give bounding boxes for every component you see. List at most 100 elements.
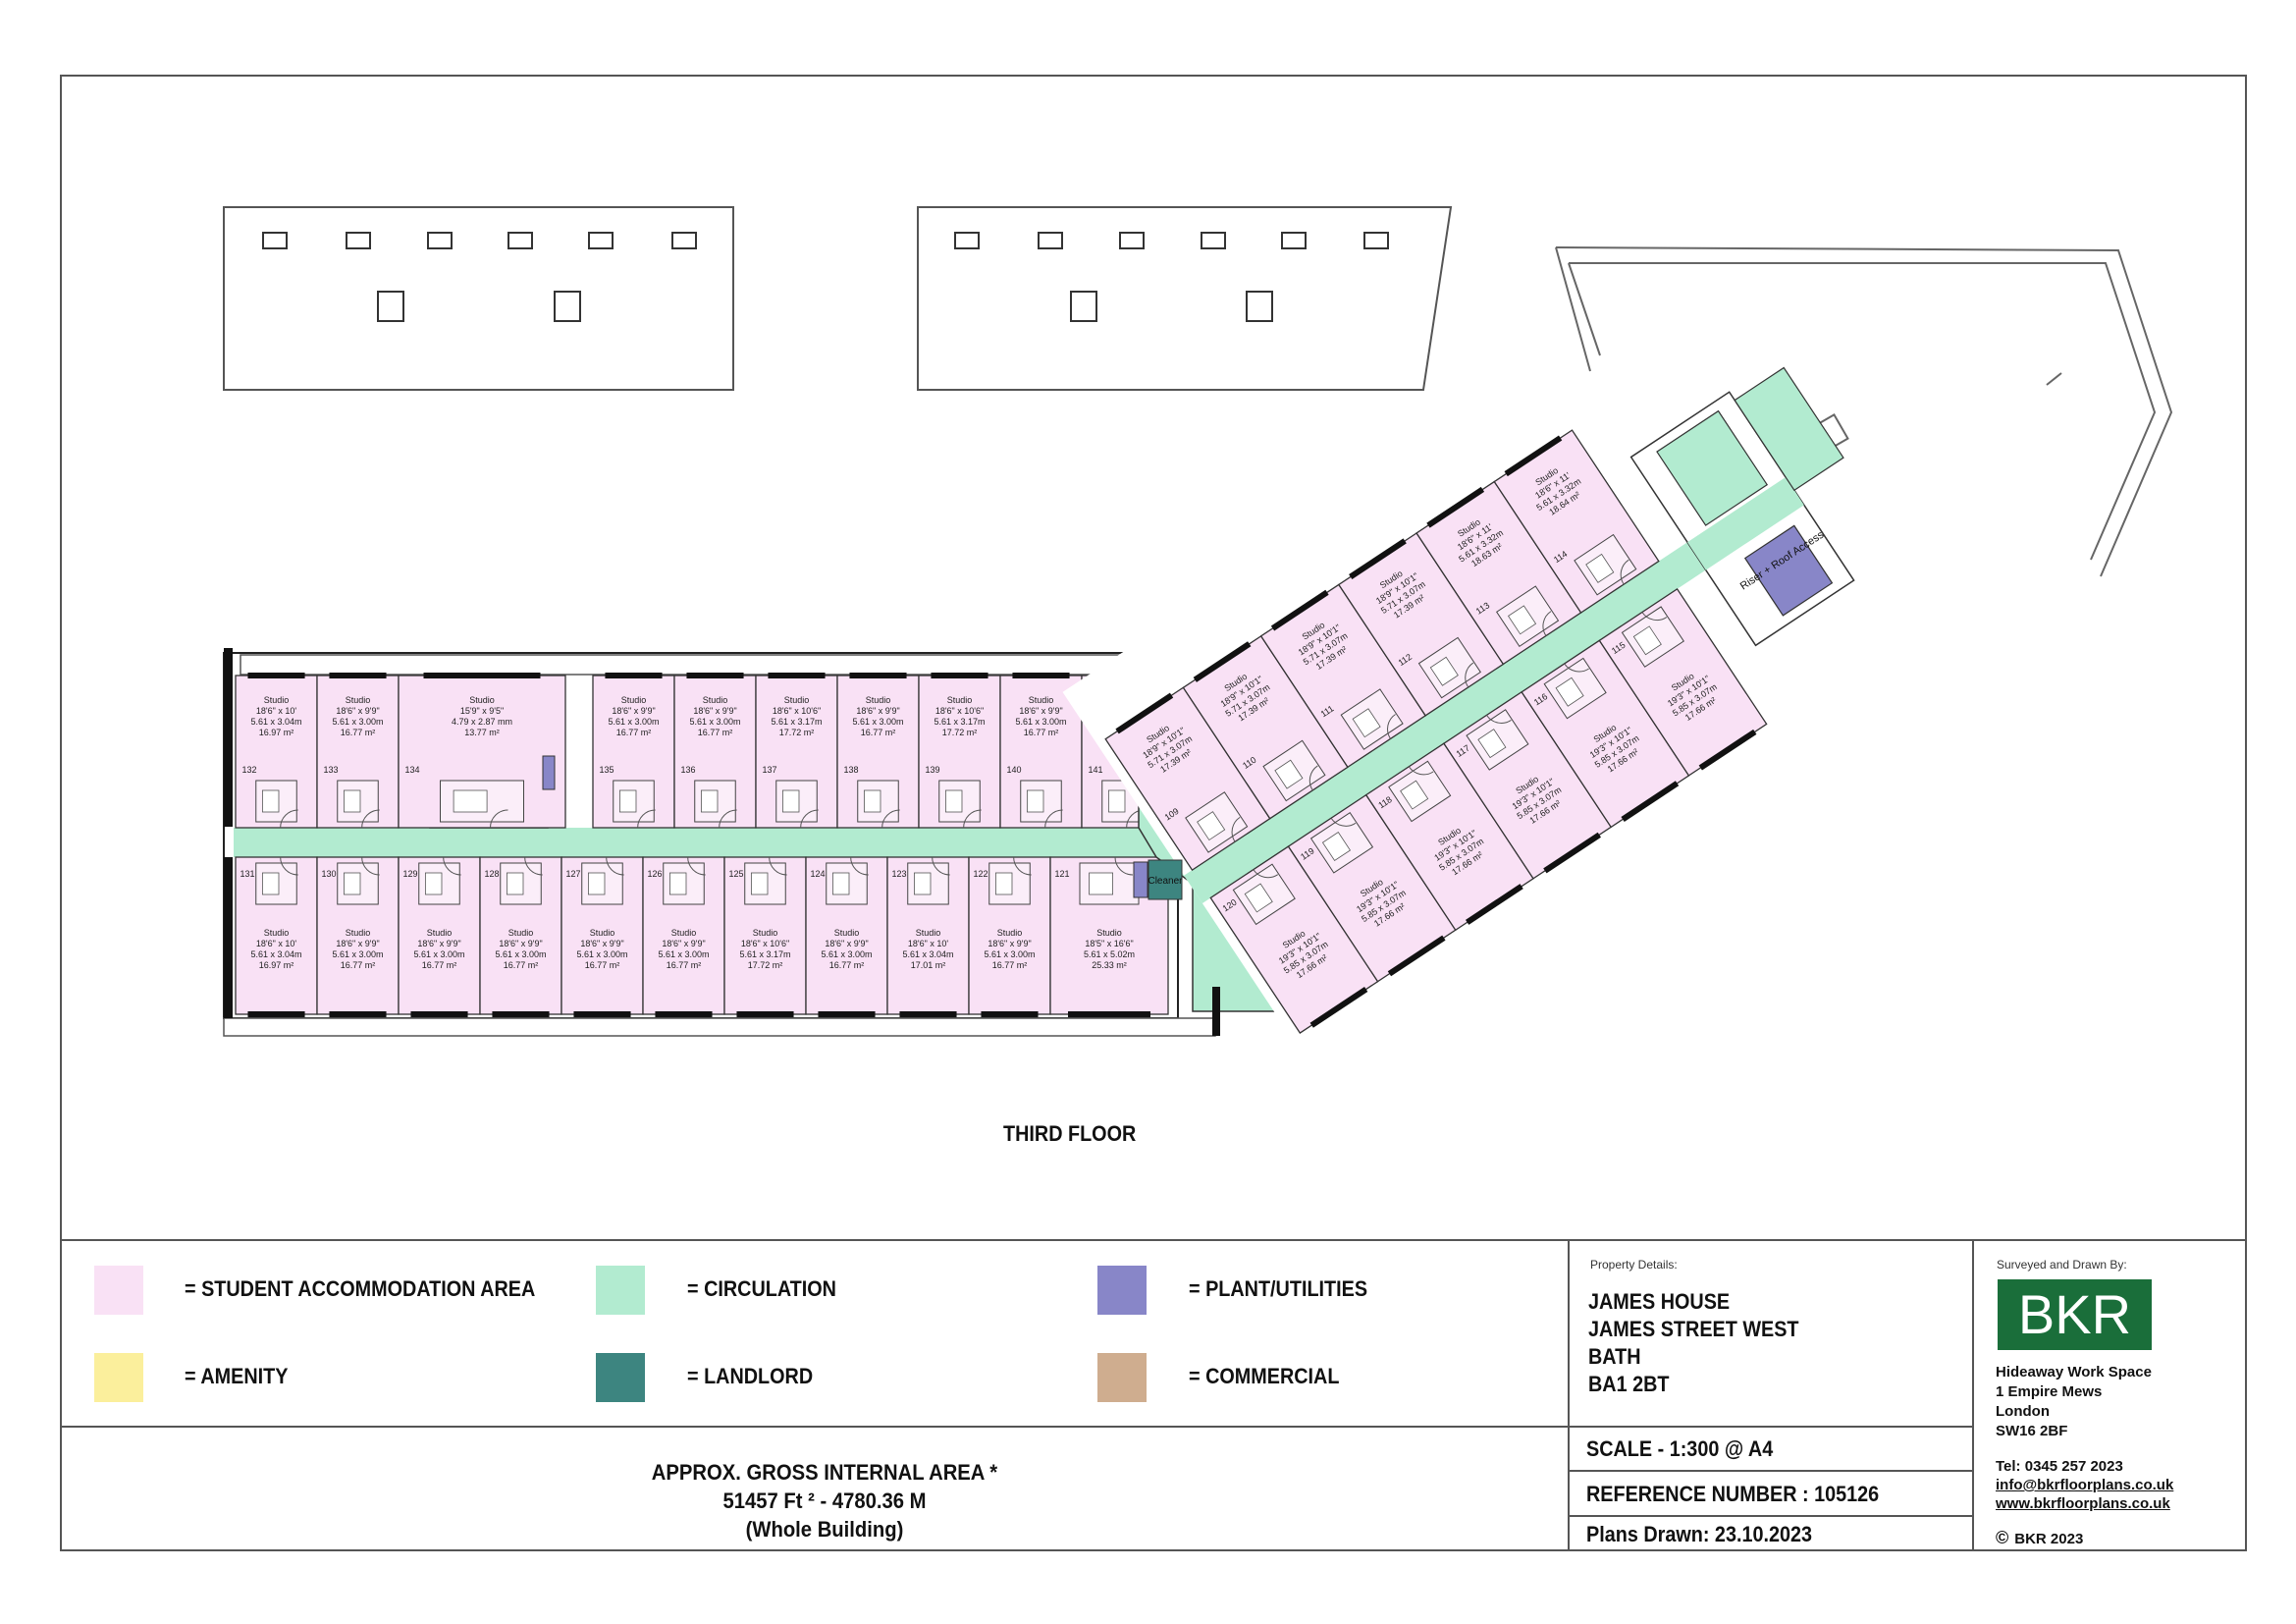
room-number: 132 bbox=[241, 765, 256, 775]
address-line: JAMES HOUSE bbox=[1588, 1289, 1731, 1314]
room-area: 16.97 m² bbox=[259, 960, 294, 970]
room-size-metric: 5.61 x 3.00m bbox=[413, 949, 464, 959]
room-area: 16.77 m² bbox=[341, 960, 376, 970]
room-number: 128 bbox=[484, 869, 499, 879]
rooflight-icon bbox=[346, 232, 371, 249]
surveyor-heading: Surveyed and Drawn By: bbox=[1997, 1258, 2127, 1272]
room-label: Studio bbox=[784, 695, 810, 705]
room-label: Studio bbox=[346, 928, 371, 938]
surveyor-email-link[interactable]: info@bkrfloorplans.co.uk bbox=[1996, 1477, 2174, 1493]
room-size-imperial: 18'6" x 9'9" bbox=[662, 939, 705, 948]
room-area: 17.01 m² bbox=[911, 960, 946, 970]
room-size-imperial: 18'6" x 9'9" bbox=[1019, 706, 1062, 716]
room-area: 17.72 m² bbox=[942, 728, 978, 737]
legend-swatch-landlord bbox=[596, 1353, 645, 1402]
surveyor-address: Hideaway Work Space 1 Empire Mews London… bbox=[1996, 1363, 2152, 1441]
titleblock-line-c bbox=[1568, 1470, 1972, 1472]
reference-number: REFERENCE NUMBER : 105126 bbox=[1586, 1482, 1880, 1506]
room-number: 126 bbox=[647, 869, 662, 879]
room-label: Studio bbox=[703, 695, 728, 705]
bkr-logo: BKR bbox=[1998, 1279, 2152, 1350]
room-area: 16.77 m² bbox=[861, 728, 896, 737]
room-size-imperial: 18'6" x 9'9" bbox=[336, 939, 379, 948]
room-label: Studio bbox=[508, 928, 534, 938]
room-size-metric: 5.61 x 3.17m bbox=[771, 717, 822, 727]
room-number: 125 bbox=[728, 869, 743, 879]
room-size-metric: 5.61 x 3.00m bbox=[608, 717, 659, 727]
plans-drawn-date: Plans Drawn: 23.10.2023 bbox=[1586, 1522, 1813, 1546]
room-size-metric: 5.61 x 3.00m bbox=[495, 949, 546, 959]
room-label: Studio bbox=[753, 928, 778, 938]
legend-label-circulation: = CIRCULATION bbox=[687, 1276, 836, 1301]
room-number: 127 bbox=[565, 869, 580, 879]
room-number: 138 bbox=[843, 765, 858, 775]
room-number: 135 bbox=[599, 765, 614, 775]
room-size-imperial: 18'6" x 9'9" bbox=[988, 939, 1031, 948]
rooflight-icon bbox=[1363, 232, 1389, 249]
room-size-metric: 5.61 x 3.00m bbox=[821, 949, 872, 959]
rooflight-icon bbox=[1281, 232, 1307, 249]
room-area: 16.77 m² bbox=[829, 960, 865, 970]
room-number: 134 bbox=[404, 765, 419, 775]
room-size-imperial: 18'6" x 9'9" bbox=[417, 939, 460, 948]
room-area: 17.72 m² bbox=[779, 728, 815, 737]
room-size-metric: 5.61 x 3.00m bbox=[852, 717, 903, 727]
floor-label: THIRD FLOOR bbox=[1003, 1121, 1137, 1146]
titleblock-mid-line bbox=[60, 1426, 1568, 1428]
gross-area-note: (Whole Building) bbox=[745, 1517, 904, 1542]
copyright-text: BKR 2023 bbox=[2014, 1531, 2084, 1547]
room-label: Studio bbox=[866, 695, 891, 705]
room-size-metric: 4.79 x 2.87 mm bbox=[452, 717, 512, 727]
room-size-imperial: 18'6" x 9'9" bbox=[693, 706, 736, 716]
rooflight-icon bbox=[1038, 232, 1063, 249]
room-label: Studio bbox=[469, 695, 495, 705]
gross-area: APPROX. GROSS INTERNAL AREA * 51457 Ft ²… bbox=[571, 1458, 1077, 1543]
room-area: 16.77 m² bbox=[585, 960, 620, 970]
rooflight-icon bbox=[588, 232, 614, 249]
rooflight-icon bbox=[1201, 232, 1226, 249]
address-line: JAMES STREET WEST bbox=[1588, 1317, 1799, 1341]
room-label: Studio bbox=[264, 695, 290, 705]
room-label: Studio bbox=[427, 928, 453, 938]
gross-area-value: 51457 Ft ² - 4780.36 M bbox=[722, 1489, 927, 1513]
address-line: BA1 2BT bbox=[1588, 1372, 1670, 1396]
rooflight-icon bbox=[954, 232, 980, 249]
room-size-metric: 5.61 x 3.00m bbox=[332, 949, 383, 959]
room-size-metric: 5.61 x 3.17m bbox=[739, 949, 790, 959]
room-area: 13.77 m² bbox=[464, 728, 500, 737]
titleblock-line-b bbox=[1568, 1426, 1972, 1428]
legend-swatch-student bbox=[94, 1266, 143, 1315]
room-area: 16.77 m² bbox=[698, 728, 733, 737]
room-size-metric: 5.61 x 3.00m bbox=[689, 717, 740, 727]
riser-cupboard-2 bbox=[1133, 861, 1148, 898]
room-size-imperial: 18'6" x 9'9" bbox=[336, 706, 379, 716]
room-area: 16.77 m² bbox=[616, 728, 652, 737]
room-size-imperial: 18'6" x 9'9" bbox=[856, 706, 899, 716]
legend-label-student: = STUDENT ACCOMMODATION AREA bbox=[185, 1276, 536, 1301]
room-size-metric: 5.61 x 3.00m bbox=[332, 717, 383, 727]
room-label: Studio bbox=[671, 928, 697, 938]
room-number: 141 bbox=[1088, 765, 1102, 775]
room-size-metric: 5.61 x 3.17m bbox=[934, 717, 985, 727]
room-size-imperial: 18'6" x 9'9" bbox=[612, 706, 655, 716]
room-size-imperial: 15'9" x 9'5" bbox=[460, 706, 504, 716]
property-address: JAMES HOUSE JAMES STREET WEST BATH BA1 2… bbox=[1588, 1288, 1799, 1398]
room-area: 16.77 m² bbox=[1024, 728, 1059, 737]
room-size-imperial: 18'5" x 16'6" bbox=[1085, 939, 1133, 948]
room-label: Studio bbox=[621, 695, 647, 705]
address-line: BATH bbox=[1588, 1344, 1641, 1369]
surveyor-web-link[interactable]: www.bkrfloorplans.co.uk bbox=[1996, 1495, 2170, 1512]
room-size-imperial: 18'6" x 9'9" bbox=[580, 939, 623, 948]
room-number: 136 bbox=[680, 765, 695, 775]
room-number: 139 bbox=[925, 765, 939, 775]
